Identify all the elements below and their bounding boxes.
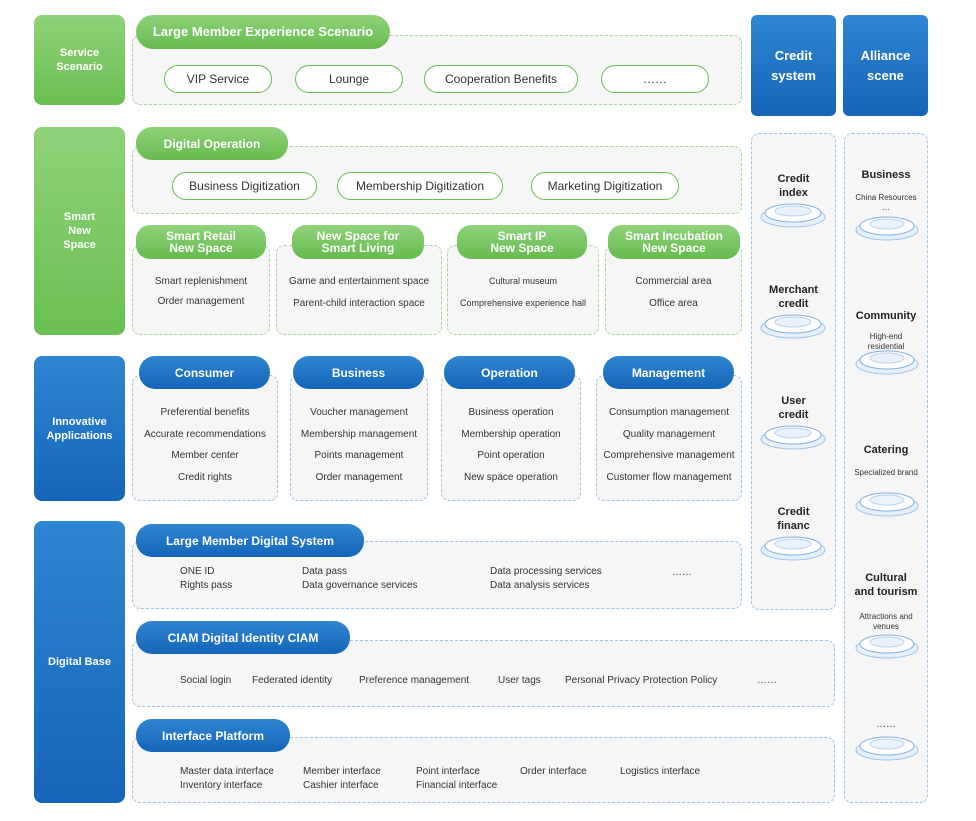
digital-op-item-business: Business Digitization <box>172 172 317 200</box>
alliance-item-sub: High-end residential <box>867 332 905 351</box>
service-item-more: …… <box>601 65 709 93</box>
platform-icon <box>855 634 919 659</box>
large-member-item: Rights pass <box>180 580 233 591</box>
innovative-item: Business operation <box>468 407 554 418</box>
ciam-item: Personal Privacy Protection Policy <box>565 675 718 686</box>
smart-space-panel <box>276 245 442 335</box>
smart-space-panel <box>132 245 270 335</box>
alliance-item-title: Community <box>855 310 917 322</box>
service-item-cooperation: Cooperation Benefits <box>424 65 578 93</box>
interface-item: Cashier interface <box>303 780 379 791</box>
digital-operation-title: Digital Operation <box>136 127 288 160</box>
side-label-digital-base: Digital Base <box>34 521 125 803</box>
innovative-panel <box>132 375 278 501</box>
service-item-lounge: Lounge <box>295 65 403 93</box>
service-item-vip: VIP Service <box>164 65 272 93</box>
ciam-item: Federated identity <box>252 675 333 686</box>
large-member-item: ONE ID <box>180 566 215 577</box>
platform-icon <box>760 314 826 339</box>
alliance-item-title: Cultural and tourism <box>854 572 918 598</box>
side-label-service-scenario: Service Scenario <box>34 15 125 105</box>
smart-space-item: Commercial area <box>635 276 712 287</box>
large-member-item: Data governance services <box>302 580 418 591</box>
innovative-item: Accurate recommendations <box>144 429 266 440</box>
smart-space-item: Office area <box>649 298 698 309</box>
alliance-item-sub: Attractions and venues <box>859 612 913 631</box>
innovative-item: Quality management <box>622 429 716 440</box>
smart-space-item: Comprehensive experience hall <box>459 298 587 308</box>
interface-item: Logistics interface <box>620 766 701 777</box>
platform-icon <box>855 216 919 241</box>
interface-item: Financial interface <box>416 780 498 791</box>
platform-icon <box>760 536 826 561</box>
innovative-item: Preferential benefits <box>160 407 250 418</box>
alliance-item-sub: Specialized brand <box>854 468 918 477</box>
smart-space-item: Parent-child interaction space <box>293 298 425 309</box>
credit-item: Credit financ <box>777 506 810 532</box>
digital-op-item-marketing: Marketing Digitization <box>531 172 679 200</box>
innovative-item: Member center <box>171 450 239 461</box>
platform-icon <box>855 736 919 761</box>
credit-item: User credit <box>778 395 809 421</box>
interface-item: Inventory interface <box>180 780 263 791</box>
alliance-scene-header: Alliance scene <box>843 15 928 116</box>
large-member-more: …… <box>672 567 692 578</box>
large-member-title: Large Member Digital System <box>136 524 364 557</box>
ciam-more: …… <box>757 675 777 686</box>
interface-title: Interface Platform <box>136 719 290 752</box>
digital-op-item-membership: Membership Digitization <box>337 172 503 200</box>
alliance-item-title: Business <box>861 169 911 181</box>
innovative-item: Voucher management <box>310 407 408 418</box>
credit-item: Credit index <box>777 173 810 199</box>
alliance-item-title: Catering <box>863 444 909 456</box>
alliance-item-sub: …… <box>876 719 896 730</box>
platform-icon <box>855 492 919 517</box>
innovative-title: Management <box>603 356 734 389</box>
innovative-item: Point operation <box>477 450 545 461</box>
large-member-item: Data pass <box>302 566 348 577</box>
innovative-item: Membership operation <box>461 429 561 440</box>
innovative-item: New space operation <box>464 472 558 483</box>
large-member-item: Data processing services <box>490 566 602 577</box>
innovative-title: Operation <box>444 356 575 389</box>
smart-space-item: Cultural museum <box>488 276 558 286</box>
ciam-item: User tags <box>498 675 541 686</box>
smart-space-panel <box>447 245 599 335</box>
innovative-item: Membership management <box>300 429 418 440</box>
innovative-panel <box>596 375 742 501</box>
platform-icon <box>855 350 919 375</box>
ciam-item: Preference management <box>359 675 470 686</box>
credit-system-header: Credit system <box>751 15 836 116</box>
smart-space-title: Smart Incubation New Space <box>608 225 740 259</box>
alliance-scene-panel <box>844 133 928 803</box>
ciam-item: Social login <box>180 675 232 686</box>
smart-space-title: Smart IP New Space <box>457 225 587 259</box>
smart-space-title: New Space for Smart Living <box>292 225 424 259</box>
innovative-title: Consumer <box>139 356 270 389</box>
innovative-item: Consumption management <box>608 407 730 418</box>
innovative-title: Business <box>293 356 424 389</box>
credit-item: Merchant credit <box>769 284 818 310</box>
smart-space-item: Order management <box>157 296 245 307</box>
innovative-item: Order management <box>315 472 403 483</box>
alliance-item-sub: China Resources … <box>855 193 917 212</box>
interface-item: Point interface <box>416 766 480 777</box>
innovative-item: Credit rights <box>178 472 232 483</box>
interface-item: Master data interface <box>180 766 274 777</box>
large-member-item: Data analysis services <box>490 580 590 591</box>
innovative-item: Comprehensive management <box>603 450 735 461</box>
interface-item: Order interface <box>520 766 587 777</box>
innovative-item: Points management <box>314 450 404 461</box>
interface-item: Member interface <box>303 766 381 777</box>
innovative-item: Customer flow management <box>606 472 732 483</box>
smart-space-title: Smart Retail New Space <box>136 225 266 259</box>
smart-space-item: Game and entertainment space <box>288 276 430 287</box>
service-scenario-title: Large Member Experience Scenario <box>136 15 390 49</box>
smart-space-item: Smart replenishment <box>154 276 248 287</box>
side-label-smart-new-space: Smart New Space <box>34 127 125 335</box>
side-label-innovative-applications: Innovative Applications <box>34 356 125 501</box>
platform-icon <box>760 425 826 450</box>
platform-icon <box>760 203 826 228</box>
ciam-title: CIAM Digital Identity CIAM <box>136 621 350 654</box>
